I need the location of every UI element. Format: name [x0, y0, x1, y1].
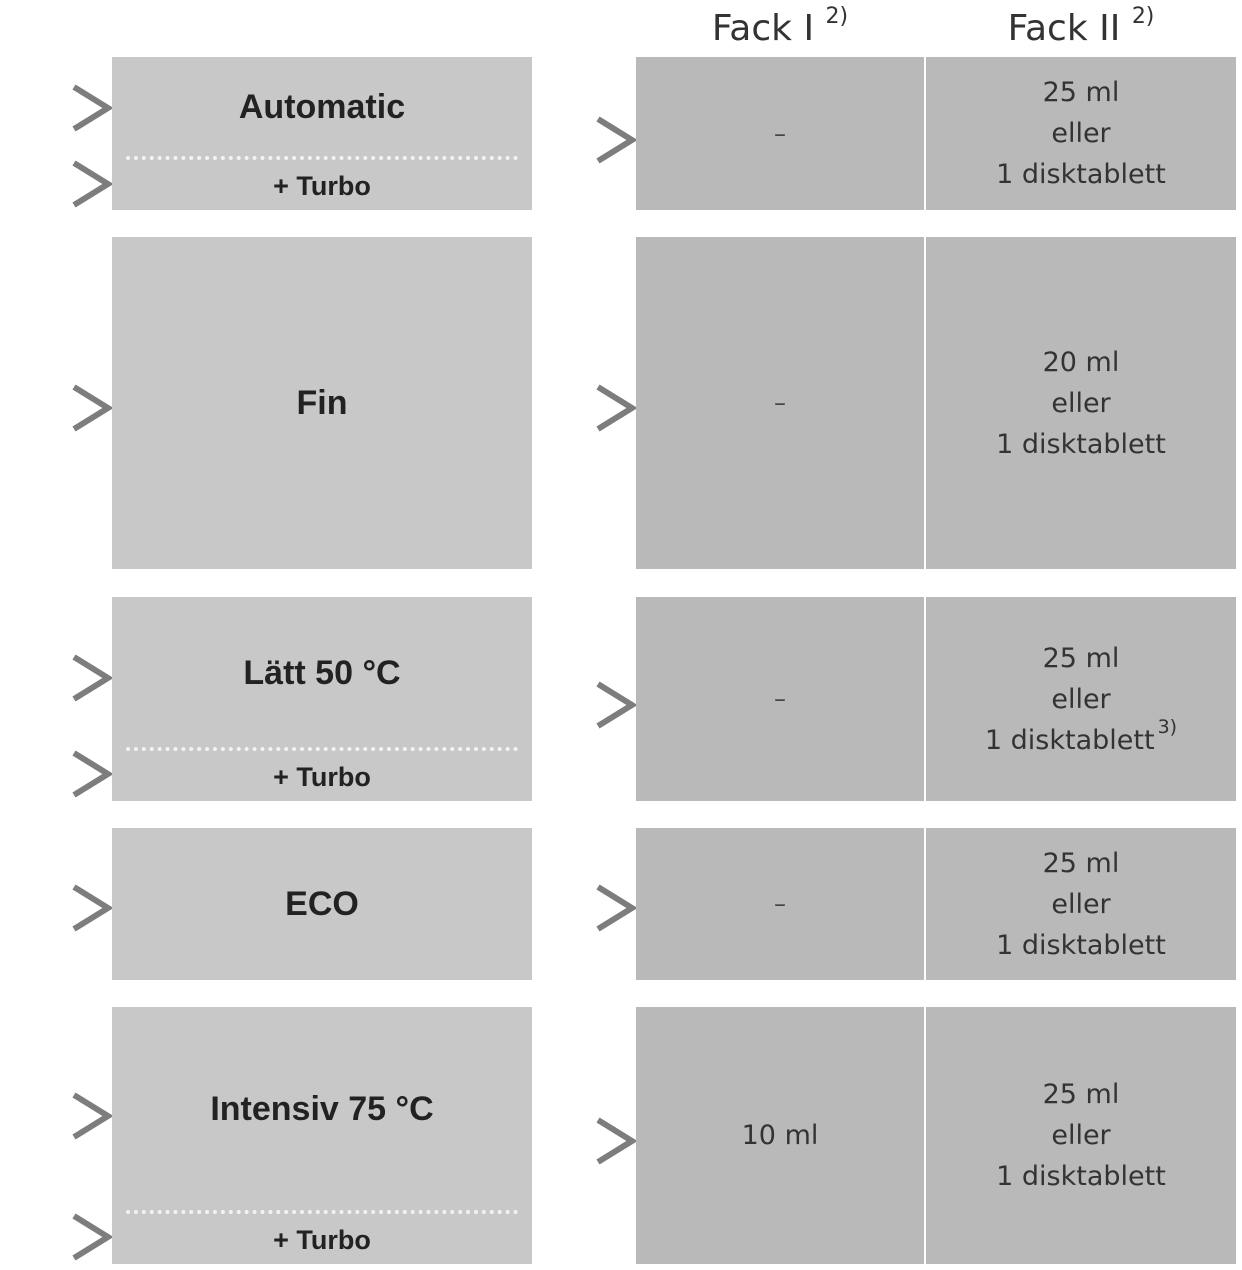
double-arrow-right-icon: [8, 1092, 112, 1140]
double-arrow-right-icon: [8, 84, 112, 132]
turbo-divider: [126, 1210, 518, 1214]
program-name: Intensiv 75 °C: [210, 1090, 434, 1128]
fack-2-or: eller: [1051, 118, 1111, 149]
turbo-option: + Turbo: [273, 170, 371, 201]
fack-2-amount: 25 ml: [1042, 77, 1120, 108]
fack-1-cell-automatic: –: [636, 57, 924, 210]
fack-2-amount: 20 ml: [1042, 346, 1120, 378]
fack-1-cell-latt-50: –: [636, 597, 924, 801]
double-arrow-right-icon: [8, 384, 112, 432]
fack-1-cell-fin: –: [636, 237, 924, 569]
fack-2-tablet: 1 disktablett: [996, 1161, 1166, 1192]
program-name: ECO: [285, 884, 359, 923]
fack-2-amount: 25 ml: [1042, 1079, 1120, 1110]
double-arrow-right-icon: [8, 1213, 112, 1261]
header-fack-1-label: Fack I: [711, 8, 815, 49]
double-arrow-right-icon: [8, 654, 112, 702]
program-name: Fin: [296, 383, 348, 422]
double-arrow-right-icon: [8, 884, 112, 932]
double-arrow-right-icon: [532, 1117, 636, 1165]
double-arrow-right-icon: [532, 384, 636, 432]
fack-2-amount: 25 ml: [1042, 642, 1120, 674]
program-box-fin: Fin: [112, 237, 532, 569]
fack-2-or: eller: [1051, 683, 1111, 715]
program-box-latt-50: Lätt 50 °C + Turbo: [112, 597, 532, 801]
fack-2-tablet: 1 disktablett: [996, 929, 1166, 961]
program-box-eco: ECO: [112, 828, 532, 980]
double-arrow-right-icon: [532, 681, 636, 729]
program-box-automatic: Automatic + Turbo: [112, 57, 532, 210]
fack-1-value: 10 ml: [741, 1120, 819, 1151]
turbo-divider: [126, 156, 518, 160]
fack-2-tablet: 1 disktablett: [996, 159, 1166, 190]
fack-1-value: –: [774, 890, 786, 918]
double-arrow-right-icon: [532, 884, 636, 932]
fack-2-or: eller: [1051, 387, 1111, 419]
header-fack-2: Fack II 2): [926, 6, 1236, 52]
fack-2-cell-automatic: 25 ml eller 1 disktablett: [926, 57, 1236, 210]
program-name: Automatic: [238, 88, 406, 126]
fack-1-value: –: [774, 119, 786, 148]
double-arrow-right-icon: [532, 116, 636, 164]
fack-1-cell-intensiv-75: 10 ml: [636, 1007, 924, 1264]
header-fack-1: Fack I 2): [636, 6, 924, 52]
fack-2-cell-intensiv-75: 25 ml eller 1 disktablett: [926, 1007, 1236, 1264]
double-arrow-right-icon: [8, 160, 112, 208]
turbo-option: + Turbo: [273, 1224, 371, 1255]
fack-2-amount: 25 ml: [1042, 847, 1120, 879]
turbo-divider: [126, 747, 518, 751]
header-fack-2-label: Fack II: [1007, 8, 1121, 49]
turbo-option: + Turbo: [273, 761, 371, 792]
program-box-intensiv-75: Intensiv 75 °C + Turbo: [112, 1007, 532, 1264]
header-fack-1-footnote: 2): [825, 4, 849, 29]
fack-2-cell-fin: 20 ml eller 1 disktablett: [926, 237, 1236, 569]
double-arrow-right-icon: [8, 750, 112, 798]
fack-2-cell-eco: 25 ml eller 1 disktablett: [926, 828, 1236, 980]
fack-2-tablet: 1 disktablett: [996, 428, 1166, 460]
fack-1-cell-eco: –: [636, 828, 924, 980]
fack-1-value: –: [774, 389, 786, 417]
fack-2-or: eller: [1051, 1120, 1111, 1151]
fack-1-value: –: [774, 685, 786, 713]
program-name: Lätt 50 °C: [243, 653, 401, 692]
fack-2-footnote: 3): [1157, 715, 1178, 738]
fack-2-or: eller: [1051, 888, 1111, 920]
header-fack-2-footnote: 2): [1131, 4, 1155, 29]
